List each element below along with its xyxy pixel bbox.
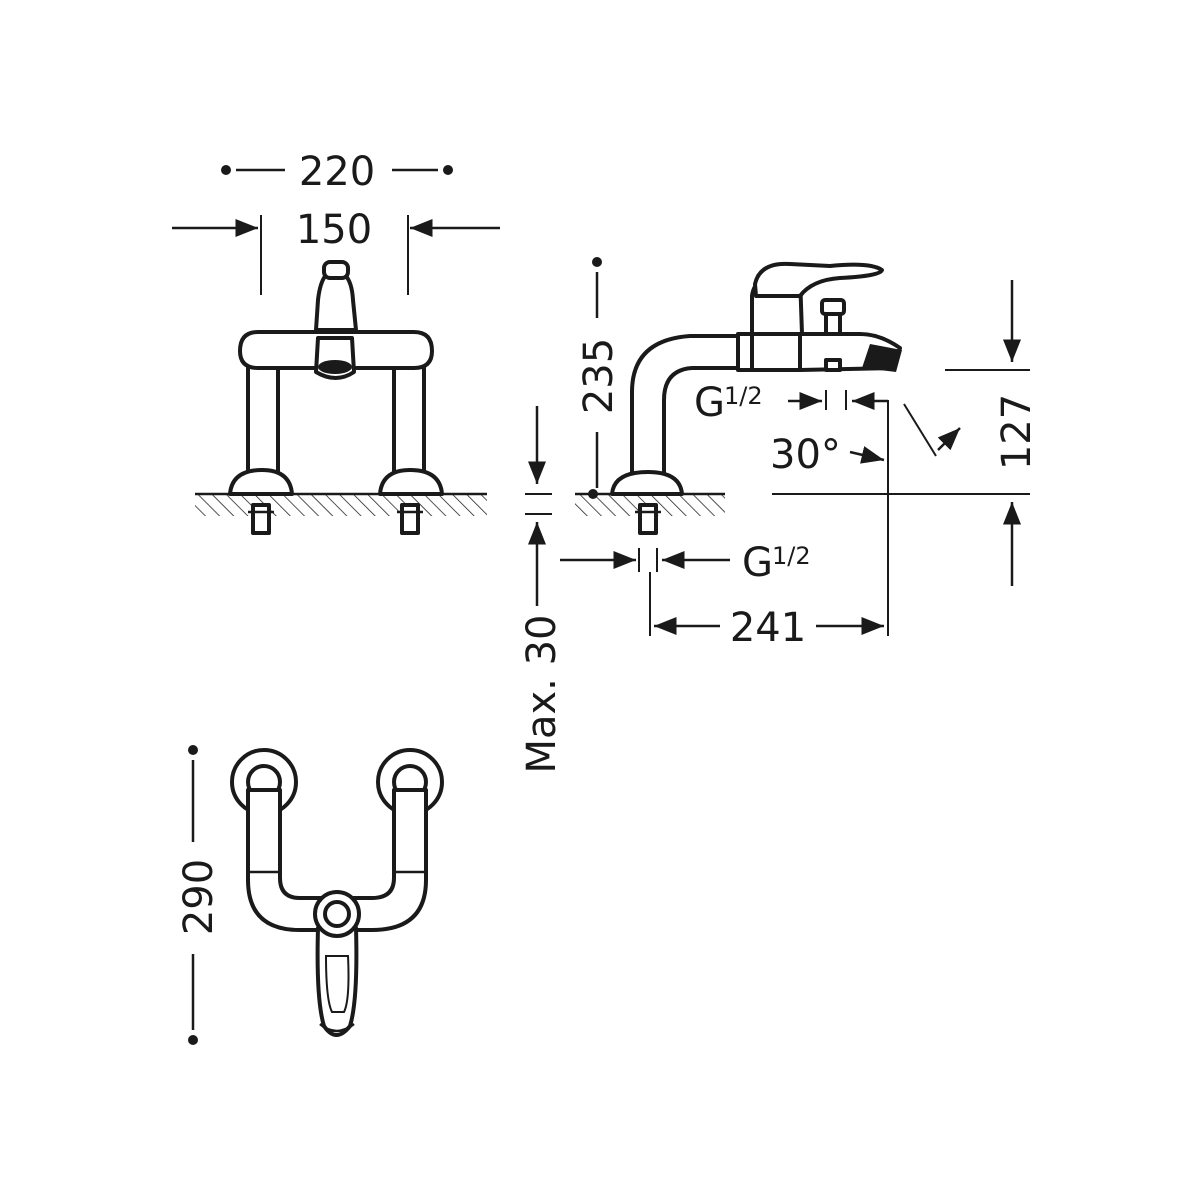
plan-view: 290 [176,745,444,1045]
outlet-height-label: 127 [994,394,1040,470]
spout-height-label: 235 [576,338,622,414]
inlet-thread-label: G [742,540,773,586]
deck-hatch [195,494,487,516]
center-distance-label: 150 [296,207,372,253]
spout-angle-label: 30° [770,432,841,478]
plan-faucet-body [230,748,444,1037]
plan-depth-label: 290 [176,859,222,935]
dimension-dot [221,165,231,175]
dimension-dot [188,745,198,755]
outlet-thread-fraction: 1/2 [724,382,763,410]
side-faucet-body [610,261,902,535]
spout-reach-label: 241 [730,605,806,651]
dimension-dot [592,257,602,267]
side-view: 235 Max. 30 [519,257,1040,774]
front-faucet-body [228,260,444,535]
dimension-dot [188,1035,198,1045]
inlet-thread-fraction: 1/2 [772,542,811,570]
front-view: 220 150 [172,149,500,535]
outlet-thread-label: G [694,380,725,426]
overall-width-label: 220 [299,149,375,195]
max-deck-label: Max. 30 [519,614,565,773]
dimension-dot [443,165,453,175]
